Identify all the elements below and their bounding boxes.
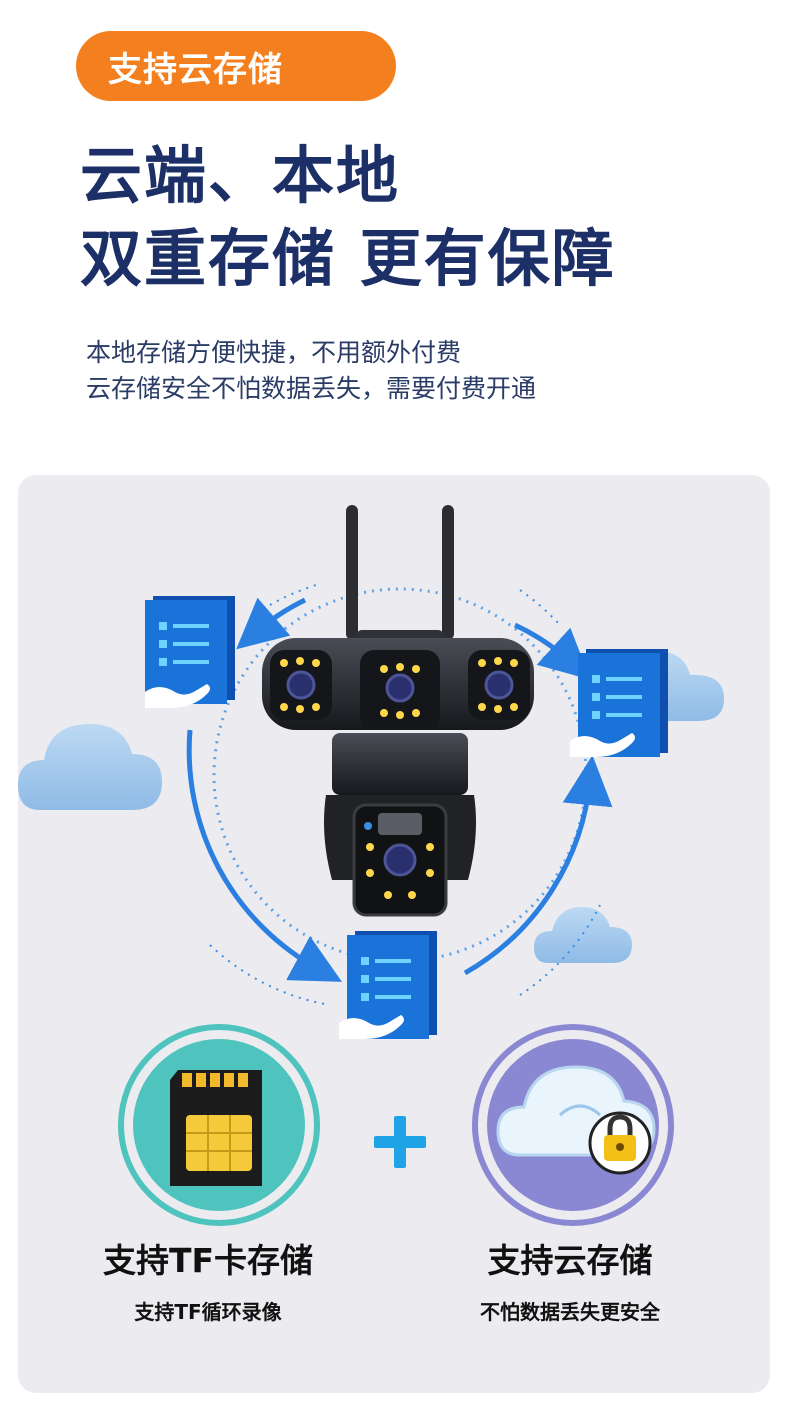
document-icon bbox=[570, 649, 668, 757]
sync-arrow bbox=[186, 729, 342, 982]
headline-line-2: 双重存储 更有保障 bbox=[80, 222, 616, 295]
cloud-left-icon bbox=[18, 724, 162, 810]
cloud-storage-subtitle: 不怕数据丢失更安全 bbox=[480, 1300, 660, 1324]
storage-illustration bbox=[18, 505, 724, 1226]
description-line-2: 云存储安全不怕数据丢失，需要付费开通 bbox=[86, 374, 537, 403]
security-camera-icon bbox=[262, 505, 534, 917]
tf-card-circle bbox=[118, 1024, 320, 1226]
description-line-1: 本地存储方便快捷，不用额外付费 bbox=[86, 338, 462, 367]
sync-arrow bbox=[463, 755, 613, 976]
sync-arrow bbox=[513, 622, 591, 680]
tf-storage-subtitle: 支持TF循环录像 bbox=[134, 1300, 282, 1324]
cloud-storage-title: 支持云存储 bbox=[487, 1241, 653, 1280]
plus-icon bbox=[374, 1116, 426, 1168]
document-icon bbox=[145, 596, 235, 708]
headline-line-1: 云端、本地 bbox=[80, 139, 401, 212]
cloud-small-icon bbox=[534, 907, 632, 963]
cloud-lock-icon bbox=[496, 1065, 656, 1175]
tf-storage-title: 支持TF卡存储 bbox=[102, 1241, 314, 1280]
cloud-storage-badge: 支持云存储 bbox=[76, 31, 396, 101]
document-icon bbox=[339, 931, 437, 1039]
sync-arrow bbox=[236, 597, 307, 650]
cloud-storage-circle bbox=[472, 1024, 674, 1226]
sd-card-icon bbox=[170, 1070, 262, 1186]
